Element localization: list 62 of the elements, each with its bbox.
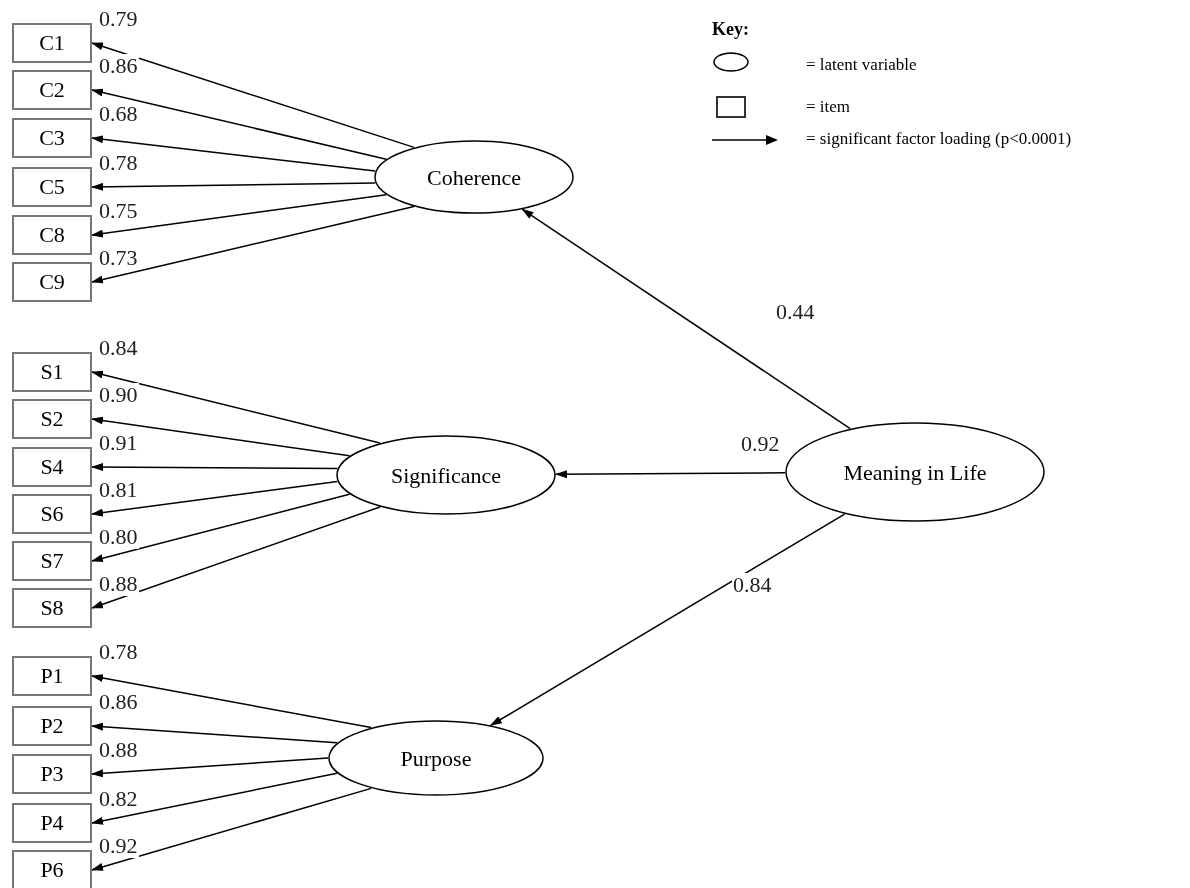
item-box <box>12 352 92 392</box>
item-box <box>12 23 92 63</box>
arrow <box>91 88 387 160</box>
item-code: C8 <box>39 224 65 246</box>
arrow <box>91 42 415 149</box>
arrow <box>91 205 415 284</box>
arrow <box>91 194 387 238</box>
item-box <box>12 399 92 439</box>
item-code: C2 <box>39 79 65 101</box>
variable-name: Significance <box>391 461 501 490</box>
item-code: P6 <box>40 859 64 881</box>
legend-text: = significant factor loading (p<0.0001) <box>806 128 1072 150</box>
item-code: C5 <box>39 176 65 198</box>
item-box <box>12 167 92 207</box>
arrow <box>91 182 377 191</box>
key-heading: Key: <box>712 18 749 41</box>
item-box <box>12 706 92 746</box>
arrow <box>91 722 338 744</box>
item-box <box>12 754 92 794</box>
item-code: C1 <box>39 32 65 54</box>
item-box <box>12 118 92 158</box>
item-box <box>12 541 92 581</box>
arrow <box>91 772 338 825</box>
item-box <box>12 494 92 534</box>
arrow <box>555 470 786 479</box>
item-code: C3 <box>39 127 65 149</box>
item-code: P3 <box>40 763 64 785</box>
item-box <box>12 588 92 628</box>
item-box <box>12 656 92 696</box>
arrow <box>91 493 351 563</box>
item-code: S8 <box>40 597 64 619</box>
variable-name: Meaning in Life <box>843 458 987 487</box>
arrow <box>91 463 339 472</box>
item-box <box>12 215 92 255</box>
arrow <box>91 506 381 609</box>
item-code: P4 <box>40 812 64 834</box>
item-box <box>12 70 92 110</box>
item-box <box>12 803 92 843</box>
item-box <box>12 850 92 888</box>
item-code: P2 <box>40 715 64 737</box>
arrow <box>91 416 351 457</box>
legend-text: = item <box>806 96 851 118</box>
legend-text: = latent variable <box>806 54 917 76</box>
item-code: C9 <box>39 271 65 293</box>
item-box <box>12 447 92 487</box>
item-code: P1 <box>40 665 64 687</box>
arrow <box>521 208 851 430</box>
item-code: S6 <box>40 503 64 525</box>
variable-name: Coherence <box>426 163 522 192</box>
arrow <box>91 757 329 778</box>
arrow <box>489 513 846 726</box>
arrow <box>91 787 372 871</box>
item-code: S1 <box>40 361 64 383</box>
arrow <box>91 674 372 729</box>
arrow <box>91 480 339 517</box>
arrow <box>91 135 377 172</box>
item-code: S7 <box>40 550 64 572</box>
item-code: S2 <box>40 408 64 430</box>
arrow <box>91 370 381 444</box>
item-box <box>12 262 92 302</box>
variable-name: Purpose <box>400 744 472 773</box>
item-code: S4 <box>40 456 64 478</box>
